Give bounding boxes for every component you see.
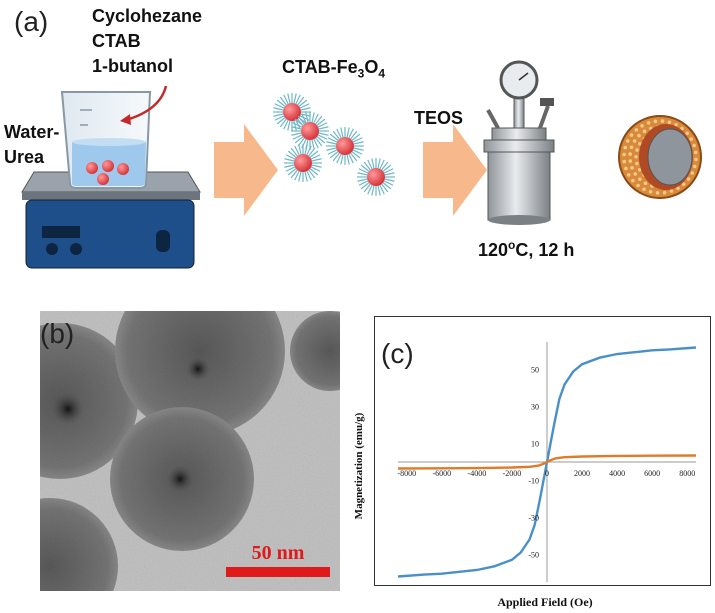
y-axis-label: Magnetization (emu/g) [353,412,365,519]
x-axis-label: Applied Field (Oe) [497,595,592,609]
y-tick-label: -30 [528,513,539,522]
panel-c-label: (c) [381,338,414,369]
x-tick-label: -8000 [397,469,416,478]
process-arrow-2 [423,124,487,216]
panel-a-label: (a) [14,6,49,37]
coated-nanoparticle [284,144,322,182]
reagent-ctab: CTAB [92,31,141,51]
magnetization-curve [397,454,697,470]
tem-micrograph: 50 nm [40,311,340,591]
y-tick-label: 10 [531,440,539,449]
core-shell-particle [618,115,702,199]
coated-nanoparticle [273,93,311,131]
reagent-cyclohexane: Cyclohezane [92,6,203,26]
process-arrow-1 [214,124,278,216]
y-tick-label: -10 [528,476,539,485]
x-tick-label: 8000 [679,469,695,478]
x-tick-label: -2000 [503,469,522,478]
scale-bar-label: 50 nm [252,542,305,564]
beaker [60,91,152,189]
coated-nanoparticle [357,158,395,196]
x-tick-label: -6000 [432,469,451,478]
addition-arrow [125,85,168,122]
x-tick-label: 4000 [609,469,625,478]
x-tick-label: 6000 [644,469,660,478]
coated-nanoparticle [291,112,329,150]
y-tick-label: -50 [528,550,539,559]
magnetization-chart: -8000 -6000 -4000 -2000 0 2000 4000 6000 8000 50 3… [353,342,697,609]
reagent-list: Cyclohezane CTAB 1-butanol [92,4,202,79]
x-tick-label: 2000 [574,469,590,478]
ctab-coated-nanoparticles [273,93,395,196]
x-tick-label: 0 [545,469,549,478]
coated-nanoparticle [326,127,364,165]
reaction-condition: 120oC, 12 h [478,238,575,260]
plot-frame [374,316,711,586]
hot-plate-stirrer [21,171,201,269]
teos-label: TEOS [414,108,464,128]
water-urea-label: Water- Urea [4,122,60,167]
x-tick-label: -4000 [468,469,487,478]
product-label: CTAB-Fe3O4 [282,57,386,81]
reagent-butanol: 1-butanol [92,56,173,76]
autoclave-reactor [483,60,555,225]
y-tick-label: 50 [531,366,539,375]
y-tick-label: 30 [531,403,539,412]
scale-bar [226,567,330,577]
panel-b-label: (b) [40,318,75,349]
synthesis-scheme [21,60,702,269]
